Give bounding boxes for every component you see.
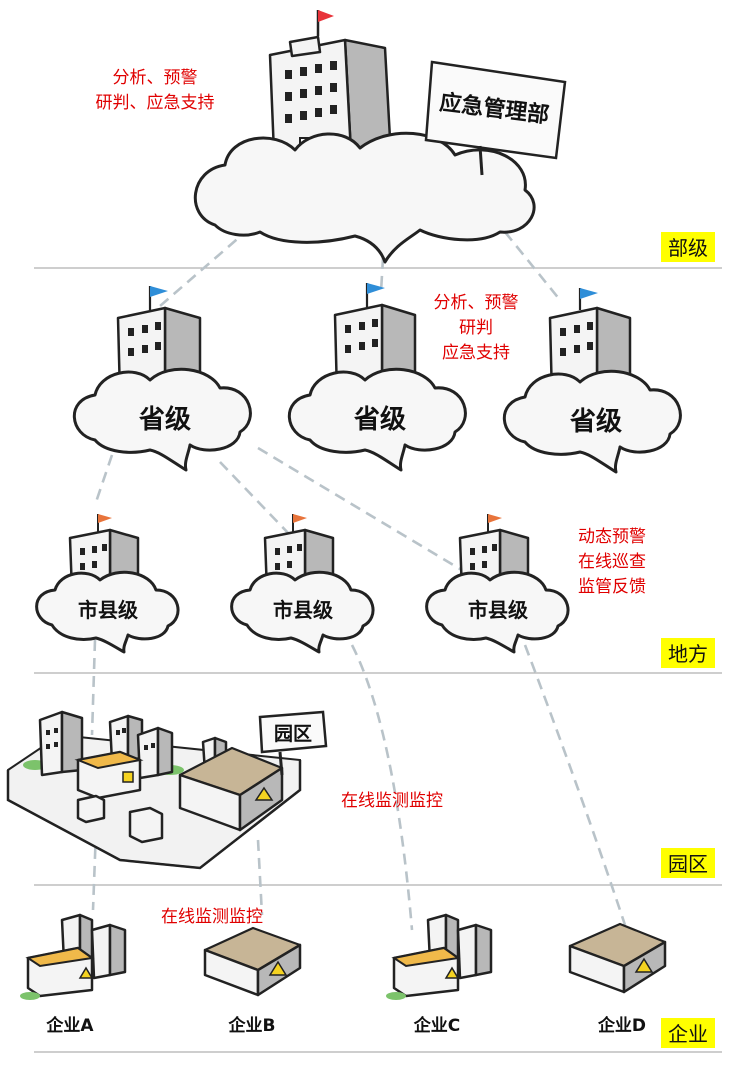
province-note-line2: 研判: [459, 318, 493, 338]
ministry-note-line1: 分析、预警: [113, 68, 198, 88]
city-label-2: 市县级: [273, 598, 333, 622]
city-flag: [488, 514, 502, 523]
level-tag-ministry: 部级: [668, 236, 708, 260]
level-tag-local: 地方: [668, 642, 708, 666]
hazard-sign-icon: [268, 960, 288, 976]
province-node-1: 省级: [72, 286, 252, 472]
city-node-3: 市县级: [425, 514, 570, 654]
park-note: 在线监测监控: [341, 791, 443, 811]
level-tag-ministry-bg: [661, 232, 715, 262]
ministry-cloud: [193, 131, 536, 264]
province-label-2: 省级: [353, 404, 406, 435]
ministry-node: 应急管理部 分析、预警 研判、应急支持: [96, 10, 567, 264]
connector-province-city-2: [219, 461, 291, 536]
connector-lines: [90, 227, 627, 931]
province-flag: [580, 288, 598, 299]
level-tag-enterprise-bg: [661, 1018, 715, 1048]
park-sign-board: [258, 710, 328, 754]
connector-city-enterpriseC: [350, 644, 414, 931]
enterprise-b: [203, 926, 302, 997]
connector-park-enterpriseB: [256, 839, 264, 916]
province-node-2: 省级: [287, 283, 467, 472]
province-flag: [150, 286, 168, 297]
enterprise-c: [386, 913, 493, 1000]
park-sign-text: 园区: [274, 723, 312, 745]
level-tag-local-bg: [661, 638, 715, 668]
city-flag: [98, 514, 112, 523]
enterprise-label-c: 企业C: [413, 1015, 460, 1036]
city-note-line1: 动态预警: [578, 527, 646, 547]
connector-province-city-3: [257, 446, 471, 577]
hazard-sign-icon: [444, 966, 460, 979]
province-node-3: 省级: [502, 288, 682, 474]
connector-province-city-1: [93, 454, 114, 506]
province-label-3: 省级: [569, 406, 622, 437]
enterprise-note: 在线监测监控: [161, 907, 263, 927]
city-label-1: 市县级: [78, 598, 138, 622]
connector-ministry-province-1: [159, 227, 251, 307]
park-node: 园区: [6, 710, 328, 870]
ministry-note-line2: 研判、应急支持: [96, 93, 215, 113]
connector-park-enterpriseA: [91, 829, 98, 911]
city-node-1: 市县级: [35, 514, 180, 654]
level-tag-park-bg: [661, 848, 715, 878]
hazard-sign-icon: [634, 957, 654, 973]
connector-city-park: [90, 639, 97, 736]
city-note-line3: 监管反馈: [578, 577, 646, 597]
connector-ministry-province-3: [503, 231, 562, 301]
connector-ministry-province-2: [379, 257, 385, 293]
hazard-sign-icon: [78, 966, 94, 979]
connector-city-enterpriseD: [523, 644, 627, 926]
city-note-line2: 在线巡查: [578, 552, 646, 572]
enterprise-a: [20, 913, 127, 1000]
province-note-line1: 分析、预警: [434, 293, 519, 313]
city-flag: [293, 514, 307, 523]
city-label-3: 市县级: [468, 598, 528, 622]
enterprise-label-b: 企业B: [228, 1015, 276, 1036]
enterprise-d: [568, 922, 667, 994]
province-flag: [367, 283, 385, 294]
province-note-line3: 应急支持: [442, 343, 510, 363]
enterprise-label-a: 企业A: [45, 1015, 94, 1036]
ministry-sign-board: [424, 60, 567, 160]
enterprise-label-d: 企业D: [597, 1015, 646, 1036]
level-tag-park: 园区: [668, 852, 708, 876]
hazard-sign-icon: [254, 786, 274, 801]
city-node-2: 市县级: [230, 514, 375, 654]
ministry-flag: [318, 10, 334, 22]
level-tag-enterprise: 企业: [668, 1022, 708, 1046]
hazard-sign-icon: [122, 771, 134, 783]
province-label-1: 省级: [138, 404, 191, 435]
